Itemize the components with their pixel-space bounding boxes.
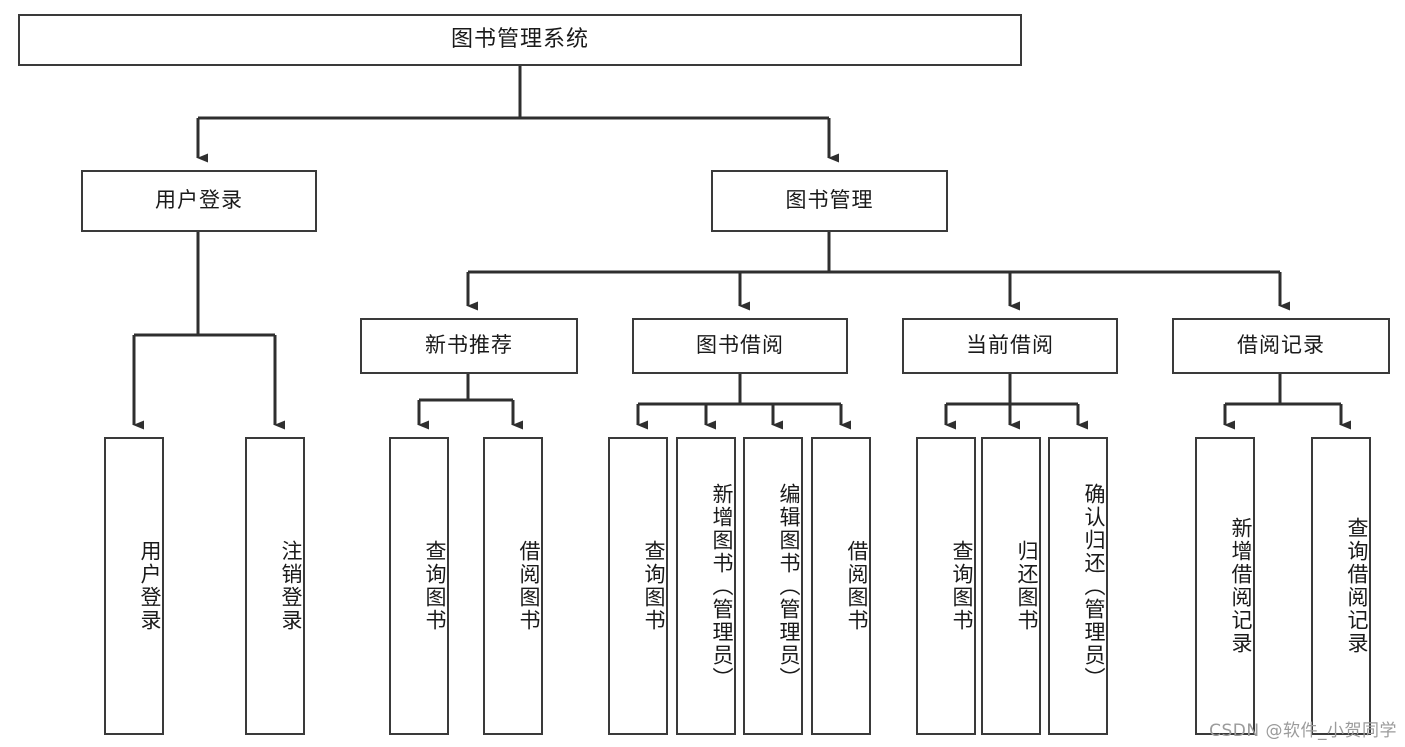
leaf-label: 新增借阅记录 — [1229, 517, 1253, 655]
leaf-label: 编辑图书（管理员） — [777, 482, 801, 690]
leaf-return-book[interactable]: 归还图书 — [981, 437, 1041, 735]
csdn-watermark: CSDN @软件_小贺同学 — [1209, 721, 1397, 741]
node-current-borrow[interactable]: 当前借阅 — [902, 318, 1118, 374]
leaf-label: 归还图书 — [1015, 540, 1039, 632]
leaf-borrow-book-new[interactable]: 借阅图书 — [483, 437, 543, 735]
leaf-edit-book-admin[interactable]: 编辑图书（管理员） — [743, 437, 803, 735]
leaf-query-borrow-record[interactable]: 查询借阅记录 — [1311, 437, 1371, 735]
leaf-query-book-new[interactable]: 查询图书 — [389, 437, 449, 735]
node-book-borrow[interactable]: 图书借阅 — [632, 318, 848, 374]
node-user-login[interactable]: 用户登录 — [81, 170, 317, 232]
node-new-book-recommend[interactable]: 新书推荐 — [360, 318, 578, 374]
leaf-label: 注销登录 — [279, 540, 303, 632]
leaf-add-borrow-record[interactable]: 新增借阅记录 — [1195, 437, 1255, 735]
leaf-label: 确认归还（管理员） — [1082, 482, 1106, 690]
leaf-label: 新增图书（管理员） — [710, 482, 734, 690]
leaf-label: 查询图书 — [950, 540, 974, 632]
leaf-confirm-return-admin[interactable]: 确认归还（管理员） — [1048, 437, 1108, 735]
node-root-system[interactable]: 图书管理系统 — [18, 14, 1022, 66]
leaf-borrow-book-borrow[interactable]: 借阅图书 — [811, 437, 871, 735]
leaf-add-book-admin[interactable]: 新增图书（管理员） — [676, 437, 736, 735]
leaf-label: 查询图书 — [423, 540, 447, 632]
leaf-label: 查询图书 — [642, 540, 666, 632]
leaf-label: 借阅图书 — [845, 540, 869, 632]
leaf-logout[interactable]: 注销登录 — [245, 437, 305, 735]
leaf-label: 借阅图书 — [517, 540, 541, 632]
leaf-query-book-borrow[interactable]: 查询图书 — [608, 437, 668, 735]
leaf-label: 查询借阅记录 — [1345, 517, 1369, 655]
leaf-query-book-current[interactable]: 查询图书 — [916, 437, 976, 735]
node-book-management[interactable]: 图书管理 — [711, 170, 948, 232]
leaf-user-login[interactable]: 用户登录 — [104, 437, 164, 735]
node-borrow-record[interactable]: 借阅记录 — [1172, 318, 1390, 374]
leaf-label: 用户登录 — [138, 540, 162, 632]
